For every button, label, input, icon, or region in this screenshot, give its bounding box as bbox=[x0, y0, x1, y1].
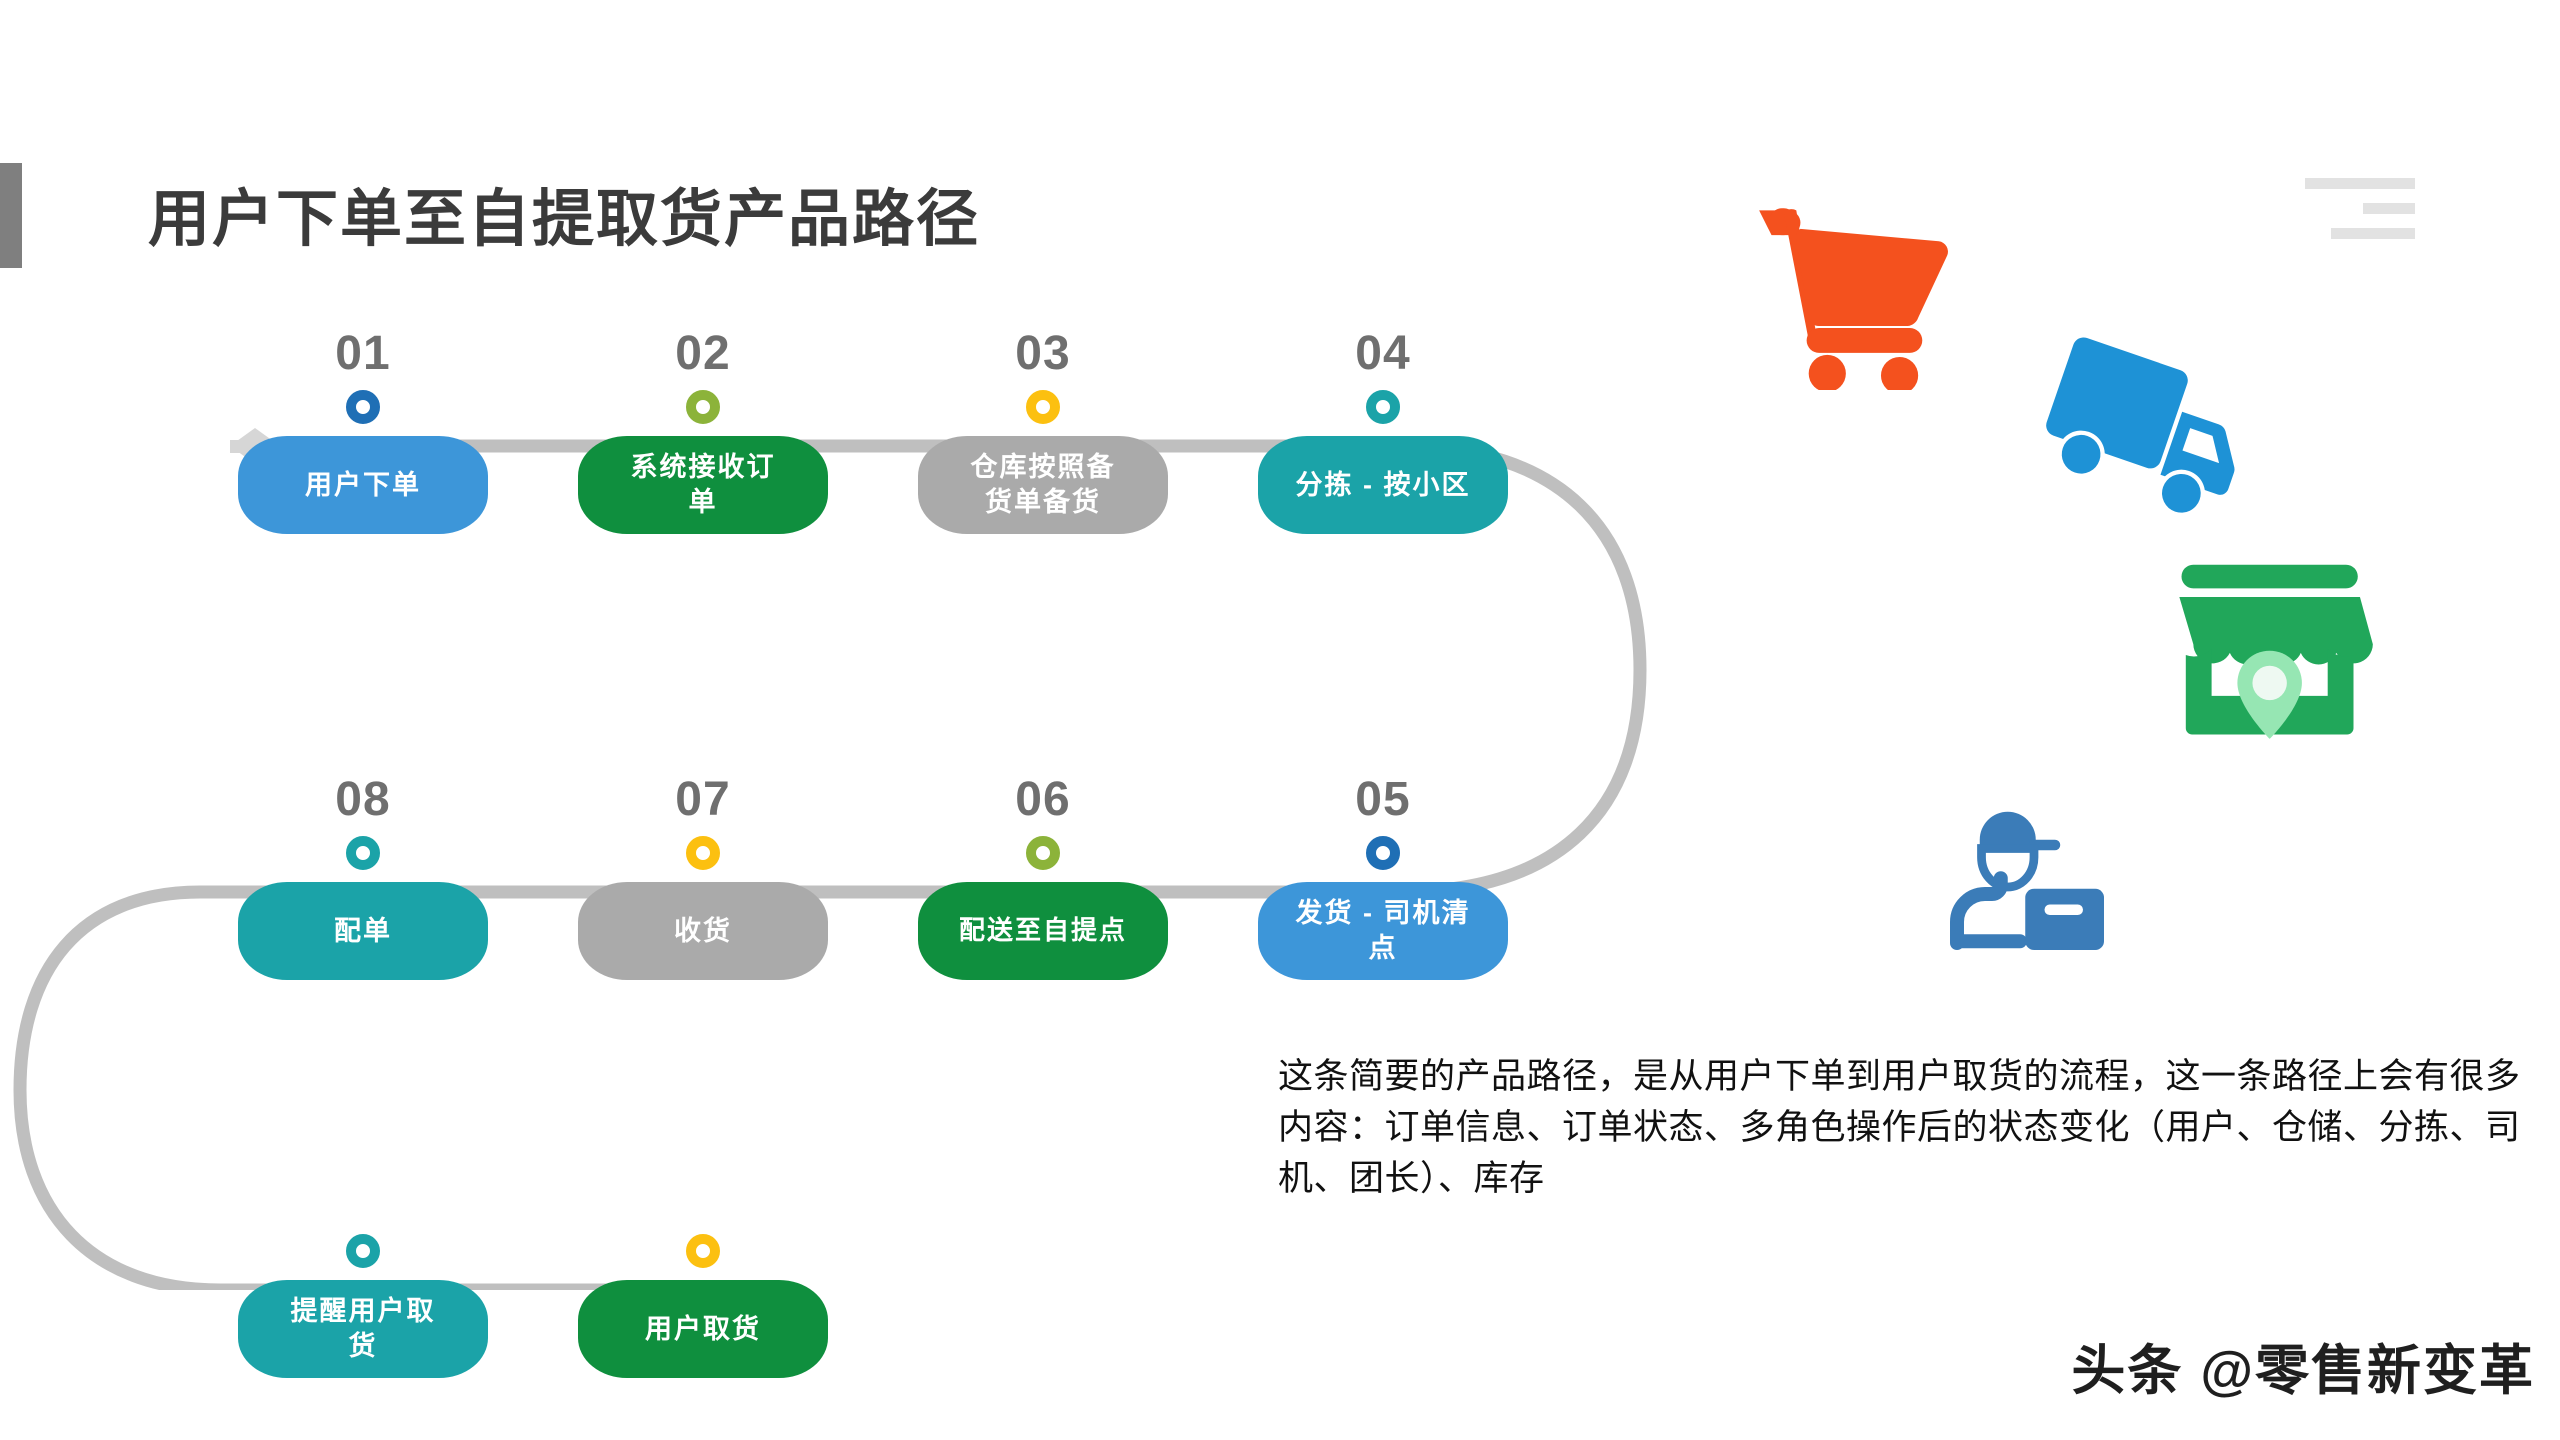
step-number: 02 bbox=[675, 327, 731, 380]
menu-bar-1 bbox=[2305, 178, 2415, 189]
step-pill[interactable]: 发货 - 司机清 点 bbox=[1258, 882, 1508, 980]
step-label-line: 配送至自提点 bbox=[958, 915, 1127, 946]
step-label-line: 用户下单 bbox=[305, 469, 421, 500]
illustration-group bbox=[1720, 170, 2420, 1000]
step-pill[interactable]: 用户取货 bbox=[578, 1280, 828, 1378]
step-label-line: 提醒用户取 bbox=[290, 1296, 436, 1327]
step-dot bbox=[346, 1234, 380, 1268]
step-label-line: 仓库按照备 bbox=[970, 452, 1116, 483]
menu-bar-2 bbox=[2363, 203, 2415, 214]
step-number: 06 bbox=[1015, 773, 1071, 826]
flow-step-01[interactable]: 01 用户下单 bbox=[238, 330, 488, 534]
step-pill[interactable]: 仓库按照备 货单备货 bbox=[918, 436, 1168, 534]
step-label-line: 点 bbox=[1368, 933, 1398, 963]
step-number: 01 bbox=[335, 327, 391, 380]
delivery-truck-icon bbox=[2046, 337, 2235, 517]
decorative-menu-icon bbox=[2305, 178, 2415, 253]
step-pill[interactable]: 用户下单 bbox=[238, 436, 488, 534]
description-paragraph: 这条简要的产品路径，是从用户下单到用户取货的流程，这一条路径上会有很多内容：订单… bbox=[1278, 1057, 2521, 1198]
step-dot bbox=[1026, 836, 1060, 870]
delivery-person-icon bbox=[1950, 811, 2104, 950]
flow-step-03[interactable]: 03 仓库按照备 货单备货 bbox=[918, 330, 1168, 534]
step-label-line: 货 bbox=[348, 1331, 378, 1361]
flow-step-04[interactable]: 04 分拣 - 按小区 bbox=[1258, 330, 1508, 534]
flow-step-06[interactable]: 06 配送至自提点 bbox=[918, 776, 1168, 980]
step-dot bbox=[686, 390, 720, 424]
step-pill[interactable]: 配送至自提点 bbox=[918, 882, 1168, 980]
step-label-line: 分拣 - 按小区 bbox=[1295, 469, 1471, 500]
step-pill[interactable]: 提醒用户取 货 bbox=[238, 1280, 488, 1378]
step-pill[interactable]: 系统接收订 单 bbox=[578, 436, 828, 534]
storefront-location-icon bbox=[2179, 564, 2373, 739]
step-dot bbox=[686, 836, 720, 870]
step-number: 05 bbox=[1355, 773, 1411, 826]
step-label-line: 系统接收订 bbox=[630, 452, 776, 483]
step-label-line: 收货 bbox=[674, 915, 732, 946]
step-label-line: 用户取货 bbox=[645, 1313, 761, 1344]
flow-step-05[interactable]: 05 发货 - 司机清 点 bbox=[1258, 776, 1508, 980]
step-dot bbox=[1366, 836, 1400, 870]
step-label-line: 单 bbox=[688, 487, 718, 517]
flow-step-remind-user[interactable]: 提醒用户取 货 bbox=[238, 1174, 488, 1378]
step-label-line: 配单 bbox=[334, 915, 392, 946]
flow-step-user-pickup[interactable]: 用户取货 bbox=[578, 1174, 828, 1378]
step-label-line: 发货 - 司机清 bbox=[1295, 898, 1471, 929]
flow-step-07[interactable]: 07 收货 bbox=[578, 776, 828, 980]
step-dot bbox=[346, 390, 380, 424]
step-label-line: 货单备货 bbox=[985, 487, 1101, 517]
step-pill[interactable]: 配单 bbox=[238, 882, 488, 980]
step-dot bbox=[1366, 390, 1400, 424]
flow-step-02[interactable]: 02 系统接收订 单 bbox=[578, 330, 828, 534]
step-number: 07 bbox=[675, 773, 731, 826]
step-dot bbox=[346, 836, 380, 870]
step-pill[interactable]: 收货 bbox=[578, 882, 828, 980]
shopping-cart-icon bbox=[1759, 208, 1948, 390]
flow-step-08[interactable]: 08 配单 bbox=[238, 776, 488, 980]
step-number: 08 bbox=[335, 773, 391, 826]
step-pill[interactable]: 分拣 - 按小区 bbox=[1258, 436, 1508, 534]
process-flow-diagram: 01 用户下单 02 系统接收订 单 03 仓库按照备 货单备货 bbox=[0, 330, 1760, 1378]
step-number: 04 bbox=[1355, 327, 1411, 380]
watermark: 头条 @零售新变革 bbox=[2071, 1341, 2535, 1401]
step-number: 03 bbox=[1015, 327, 1071, 380]
step-dot bbox=[1026, 390, 1060, 424]
step-dot bbox=[686, 1234, 720, 1268]
page-title: 用户下单至自提取货产品路径 bbox=[148, 185, 981, 254]
menu-bar-3 bbox=[2331, 228, 2415, 239]
title-accent-bar bbox=[0, 163, 22, 268]
